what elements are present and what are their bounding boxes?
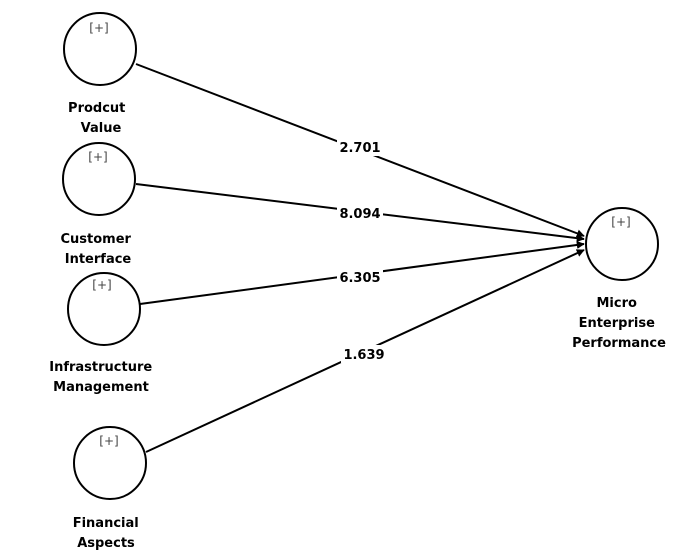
node-infrastructure-management[interactable]: [+] Infrastructure Management: [49, 272, 156, 395]
construct-circle[interactable]: [73, 426, 147, 500]
construct-label-line: Management: [53, 380, 149, 395]
path-coefficient: 6.305: [339, 271, 380, 286]
construct-label-line: Interface: [65, 252, 132, 267]
construct-label-line: Financial: [73, 516, 139, 531]
construct-circle[interactable]: [585, 207, 659, 281]
construct-label: Financial Aspects: [73, 516, 144, 551]
construct-label-line: Prodcut: [68, 101, 125, 116]
construct-circle[interactable]: [63, 12, 137, 86]
construct-label: Prodcut Value: [68, 101, 130, 136]
expand-icon[interactable]: [+]: [611, 215, 630, 229]
construct-label: Customer Interface: [61, 232, 136, 267]
construct-circle[interactable]: [62, 142, 136, 216]
path-coefficient: 1.639: [343, 348, 384, 363]
construct-label-line: Customer: [61, 232, 132, 247]
construct-circle[interactable]: [67, 272, 141, 346]
construct-label-line: Infrastructure: [49, 360, 152, 375]
construct-label-line: Aspects: [77, 536, 135, 551]
construct-label-line: Micro: [597, 296, 638, 311]
expand-icon[interactable]: [+]: [89, 21, 108, 35]
path-lines: [135, 63, 585, 453]
expand-icon[interactable]: [+]: [92, 278, 111, 292]
construct-label-line: Enterprise: [579, 316, 655, 331]
node-customer-interface[interactable]: [+] Customer Interface: [61, 142, 136, 267]
expand-icon[interactable]: [+]: [99, 434, 118, 448]
path-coefficient: 8.094: [339, 207, 380, 222]
node-financial-aspects[interactable]: [+] Financial Aspects: [73, 426, 147, 551]
construct-label-line: Performance: [572, 336, 666, 351]
construct-label-line: Value: [81, 121, 122, 136]
expand-icon[interactable]: [+]: [88, 150, 107, 164]
node-micro-enterprise-performance[interactable]: [+] Micro Enterprise Performance: [572, 207, 666, 351]
path-coefficient: 2.701: [339, 141, 380, 156]
construct-label: Micro Enterprise Performance: [572, 296, 666, 351]
node-product-value[interactable]: [+] Prodcut Value: [63, 12, 137, 136]
coefficient-labels: 2.701 8.094 6.305 1.639: [337, 138, 387, 363]
construct-label: Infrastructure Management: [49, 360, 156, 395]
